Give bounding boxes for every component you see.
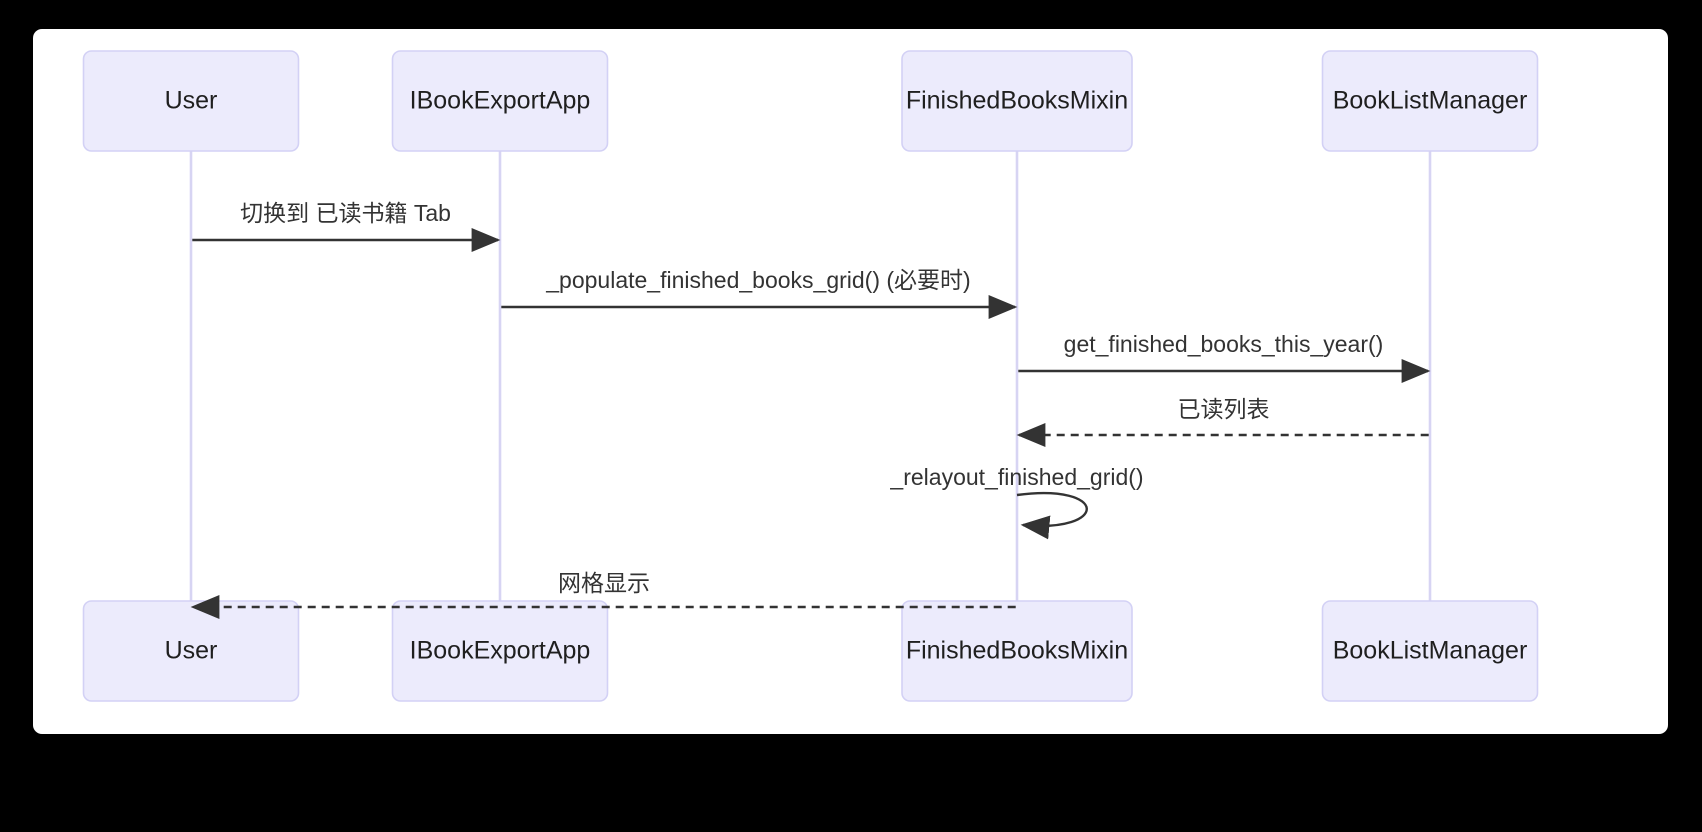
- message-2[interactable]: _populate_finished_books_grid() (必要时): [501, 267, 1018, 319]
- self-message-arrow: [1016, 491, 1088, 540]
- participant-box: [901, 600, 1133, 702]
- participant-box: [901, 50, 1133, 152]
- bottom-actors-group: User IBookExportApp FinishedBooksMixin Book…: [82, 600, 1539, 702]
- participant-label: User: [165, 637, 218, 665]
- participant-label: BookListManager: [1333, 87, 1528, 115]
- participant-top-finishedbooksmixin[interactable]: FinishedBooksMixin: [901, 50, 1133, 152]
- message-label: 网格显示: [558, 570, 650, 596]
- message-5[interactable]: _relayout_finished_grid(): [889, 464, 1144, 540]
- message-4[interactable]: 已读列表: [1016, 396, 1429, 447]
- participant-top-booklistmanager[interactable]: BookListManager: [1321, 50, 1539, 152]
- participant-top-user[interactable]: User: [82, 50, 300, 152]
- participant-box: [391, 50, 609, 152]
- message-label: _populate_finished_books_grid() (必要时): [545, 267, 970, 293]
- message-6[interactable]: 网格显示: [190, 570, 1016, 619]
- message-3[interactable]: get_finished_books_this_year(): [1018, 331, 1431, 383]
- participant-bottom-booklistmanager[interactable]: BookListManager: [1321, 600, 1539, 702]
- participant-bottom-user[interactable]: User: [82, 600, 300, 702]
- participant-box: [391, 600, 609, 702]
- top-actors-group: User IBookExportApp FinishedBooksMixin Book…: [82, 50, 1539, 152]
- participant-label: IBookExportApp: [410, 637, 591, 665]
- participant-box: [82, 50, 300, 152]
- message-label: 切换到 已读书籍 Tab: [240, 200, 451, 226]
- participant-label: IBookExportApp: [410, 87, 591, 115]
- participant-label: FinishedBooksMixin: [906, 637, 1128, 665]
- participant-label: User: [165, 87, 218, 115]
- message-label: _relayout_finished_grid(): [889, 464, 1143, 490]
- participant-box: [1321, 600, 1539, 702]
- message-1[interactable]: 切换到 已读书籍 Tab: [192, 200, 501, 252]
- participant-bottom-ibookexportapp[interactable]: IBookExportApp: [391, 600, 609, 702]
- participant-bottom-finishedbooksmixin[interactable]: FinishedBooksMixin: [901, 600, 1133, 702]
- message-label: get_finished_books_this_year(): [1064, 331, 1384, 357]
- participant-box: [1321, 50, 1539, 152]
- participant-top-ibookexportapp[interactable]: IBookExportApp: [391, 50, 609, 152]
- participant-label: FinishedBooksMixin: [906, 87, 1128, 115]
- messages-group: 切换到 已读书籍 Tab _populate_finished_books_gri…: [190, 200, 1431, 619]
- message-label: 已读列表: [1178, 396, 1270, 422]
- participant-label: BookListManager: [1333, 637, 1528, 665]
